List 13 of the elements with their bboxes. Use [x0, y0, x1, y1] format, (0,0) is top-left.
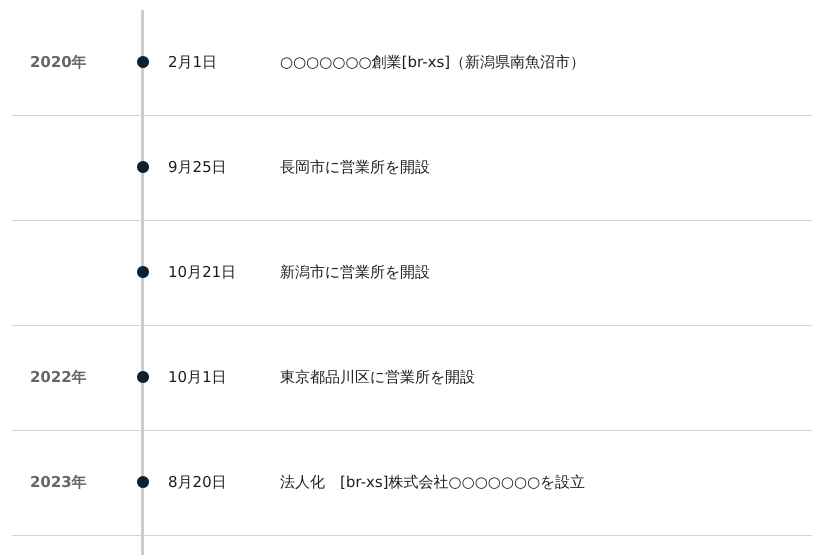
year-label: 2022年: [30, 367, 87, 387]
event-description: 法人化 [br-xs]株式会社○○○○○○○を設立: [280, 472, 586, 492]
event-description: ○○○○○○○創業[br-xs]（新潟県南魚沼市）: [280, 52, 586, 72]
date-label: 10月21日: [168, 262, 236, 282]
date-label: 8月20日: [168, 472, 227, 492]
date-label: 10月1日: [168, 367, 227, 387]
event-description: 長岡市に営業所を開設: [280, 157, 430, 177]
year-label: 2020年: [30, 52, 87, 72]
date-label: 9月25日: [168, 157, 227, 177]
event-description: 新潟市に営業所を開設: [280, 262, 430, 282]
date-label: 2月1日: [168, 52, 218, 72]
event-description: 東京都品川区に営業所を開設: [280, 367, 475, 387]
year-label: 2023年: [30, 472, 87, 492]
